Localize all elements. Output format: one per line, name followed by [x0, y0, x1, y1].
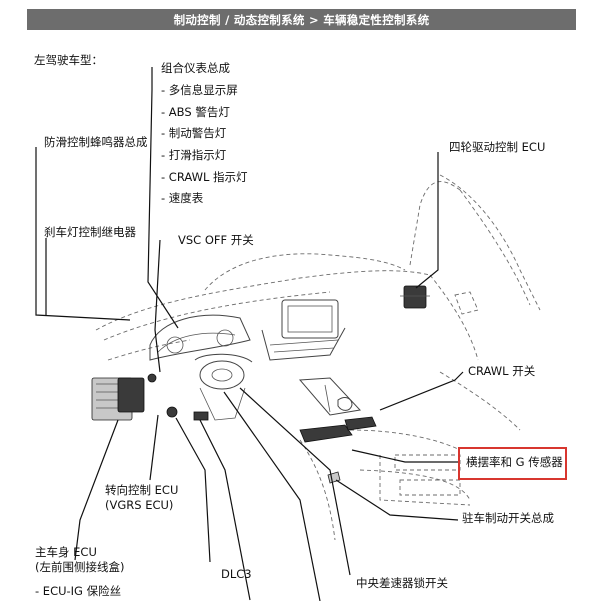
crawl-switch-part — [300, 417, 376, 442]
parking-brake-switch-label: 驻车制动开关总成 — [462, 511, 554, 526]
stop-lamp-relay-label: 刹车灯控制继电器 — [44, 225, 136, 240]
vgrs-ecu-label: (VGRS ECU) — [105, 498, 173, 513]
center-console — [262, 300, 360, 415]
vsc-switch-part — [167, 407, 177, 417]
steering-wheel — [195, 354, 252, 420]
left-hand-drive-label: 左驾驶车型： — [34, 53, 103, 68]
junction-block-label: (左前围侧接线盒) — [35, 560, 124, 575]
dlc3-label: DLC3 — [221, 567, 252, 582]
four-wd-ecu-label: 四轮驱动控制 ECU — [449, 140, 545, 155]
slip-indicator-label: - 打滑指示灯 — [161, 148, 226, 163]
combination-meter-label: 组合仪表总成 — [161, 61, 230, 76]
steering-ecu-part — [118, 378, 144, 412]
abs-warning-light-label: - ABS 警告灯 — [161, 105, 230, 120]
dlc3-part — [194, 412, 208, 420]
vsc-off-switch-label: VSC OFF 开关 — [178, 233, 254, 248]
center-diff-lock-switch-label: 中央差速器锁开关 — [356, 576, 448, 591]
crawl-switch-label: CRAWL 开关 — [468, 364, 535, 379]
yaw-g-sensor-label: 横摆率和 G 传感器 — [466, 455, 563, 470]
instrument-cluster — [150, 315, 250, 360]
steering-ecu-label: 转向控制 ECU — [105, 483, 178, 498]
ecu-ig-fuse-label: - ECU-IG 保险丝 — [35, 584, 121, 599]
brake-warning-light-label: - 制动警告灯 — [161, 126, 226, 141]
main-body-ecu-label: 主车身 ECU — [35, 545, 97, 560]
skid-buzzer-label: 防滑控制蜂鸣器总成 — [44, 135, 148, 150]
multi-info-display-label: - 多信息显示屏 — [161, 83, 238, 98]
crawl-indicator-label: - CRAWL 指示灯 — [161, 170, 248, 185]
speedometer-label: - 速度表 — [161, 191, 203, 206]
buzzer-part — [148, 374, 156, 382]
four-wd-ecu-part — [400, 286, 430, 308]
